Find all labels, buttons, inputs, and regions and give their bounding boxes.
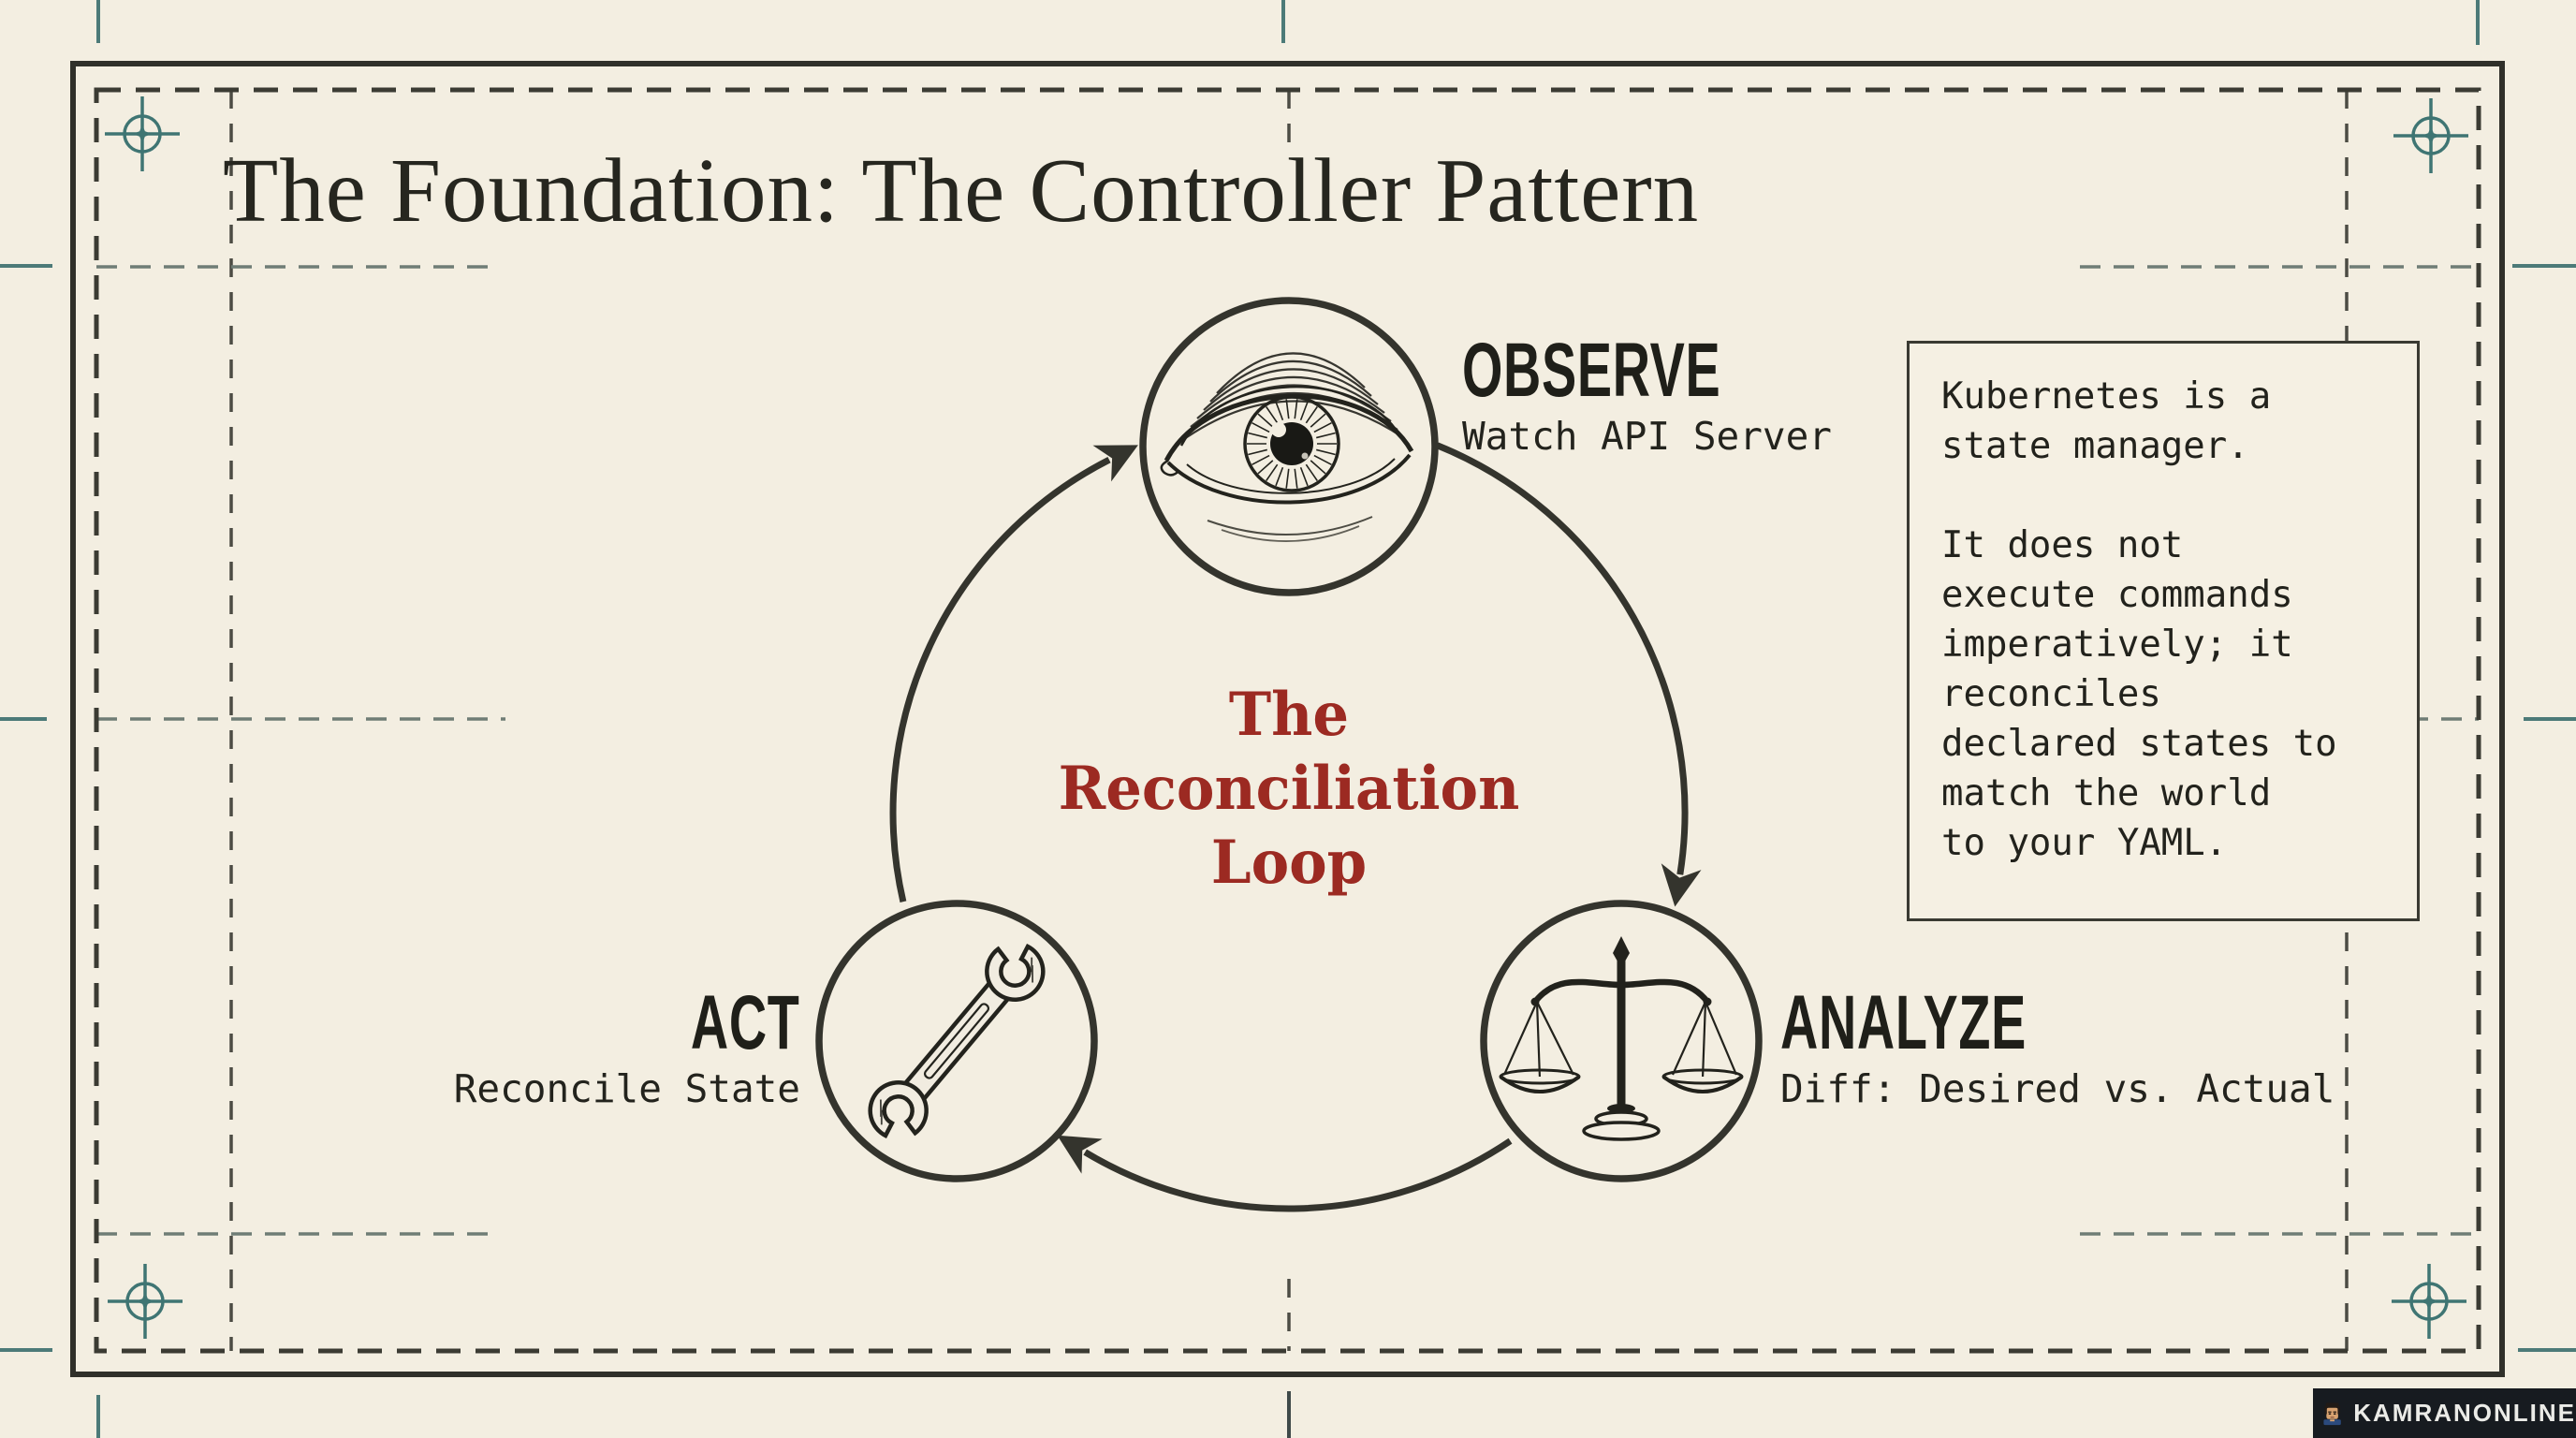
loop-center-label: The Reconciliation Loop	[1058, 680, 1520, 898]
act-label: ACT	[691, 980, 800, 1065]
avatar-icon	[2323, 1401, 2341, 1425]
note-paragraph-2: It does not execute commands imperativel…	[1941, 524, 2337, 864]
crosshair-icon	[2392, 96, 2470, 175]
analyze-label: ANALYZE	[1780, 980, 2027, 1065]
scales-icon	[1499, 936, 1744, 1141]
crosshair-icon	[103, 95, 182, 173]
arrow-analyze-to-act	[1057, 1135, 1513, 1212]
wrench-icon	[868, 943, 1046, 1139]
act-sublabel: Reconcile State	[453, 1066, 800, 1111]
inner-dashed-frame	[94, 87, 2481, 1354]
page-title: The Foundation: The Controller Pattern	[223, 140, 1700, 241]
crosshair-icon	[2390, 1262, 2468, 1341]
watermark-badge: KAMRANONLINE	[2313, 1388, 2576, 1438]
analyze-sublabel: Diff: Desired vs. Actual	[1780, 1066, 2335, 1111]
eye-icon	[1160, 352, 1414, 542]
arrow-observe-to-analyze	[1436, 442, 1702, 907]
kubernetes-note-box: Kubernetes is a state manager. It does n…	[1907, 341, 2420, 921]
watermark-text: KAMRANONLINE	[2353, 1399, 2576, 1427]
loop-arrows	[889, 442, 1702, 1212]
crosshair-icon	[106, 1262, 184, 1341]
observe-label: OBSERVE	[1462, 328, 1721, 413]
outer-border-frame	[70, 61, 2505, 1377]
note-paragraph-1: Kubernetes is a state manager.	[1941, 375, 2272, 467]
arrow-act-to-observe	[889, 445, 1138, 902]
observe-sublabel: Watch API Server	[1462, 414, 1832, 459]
